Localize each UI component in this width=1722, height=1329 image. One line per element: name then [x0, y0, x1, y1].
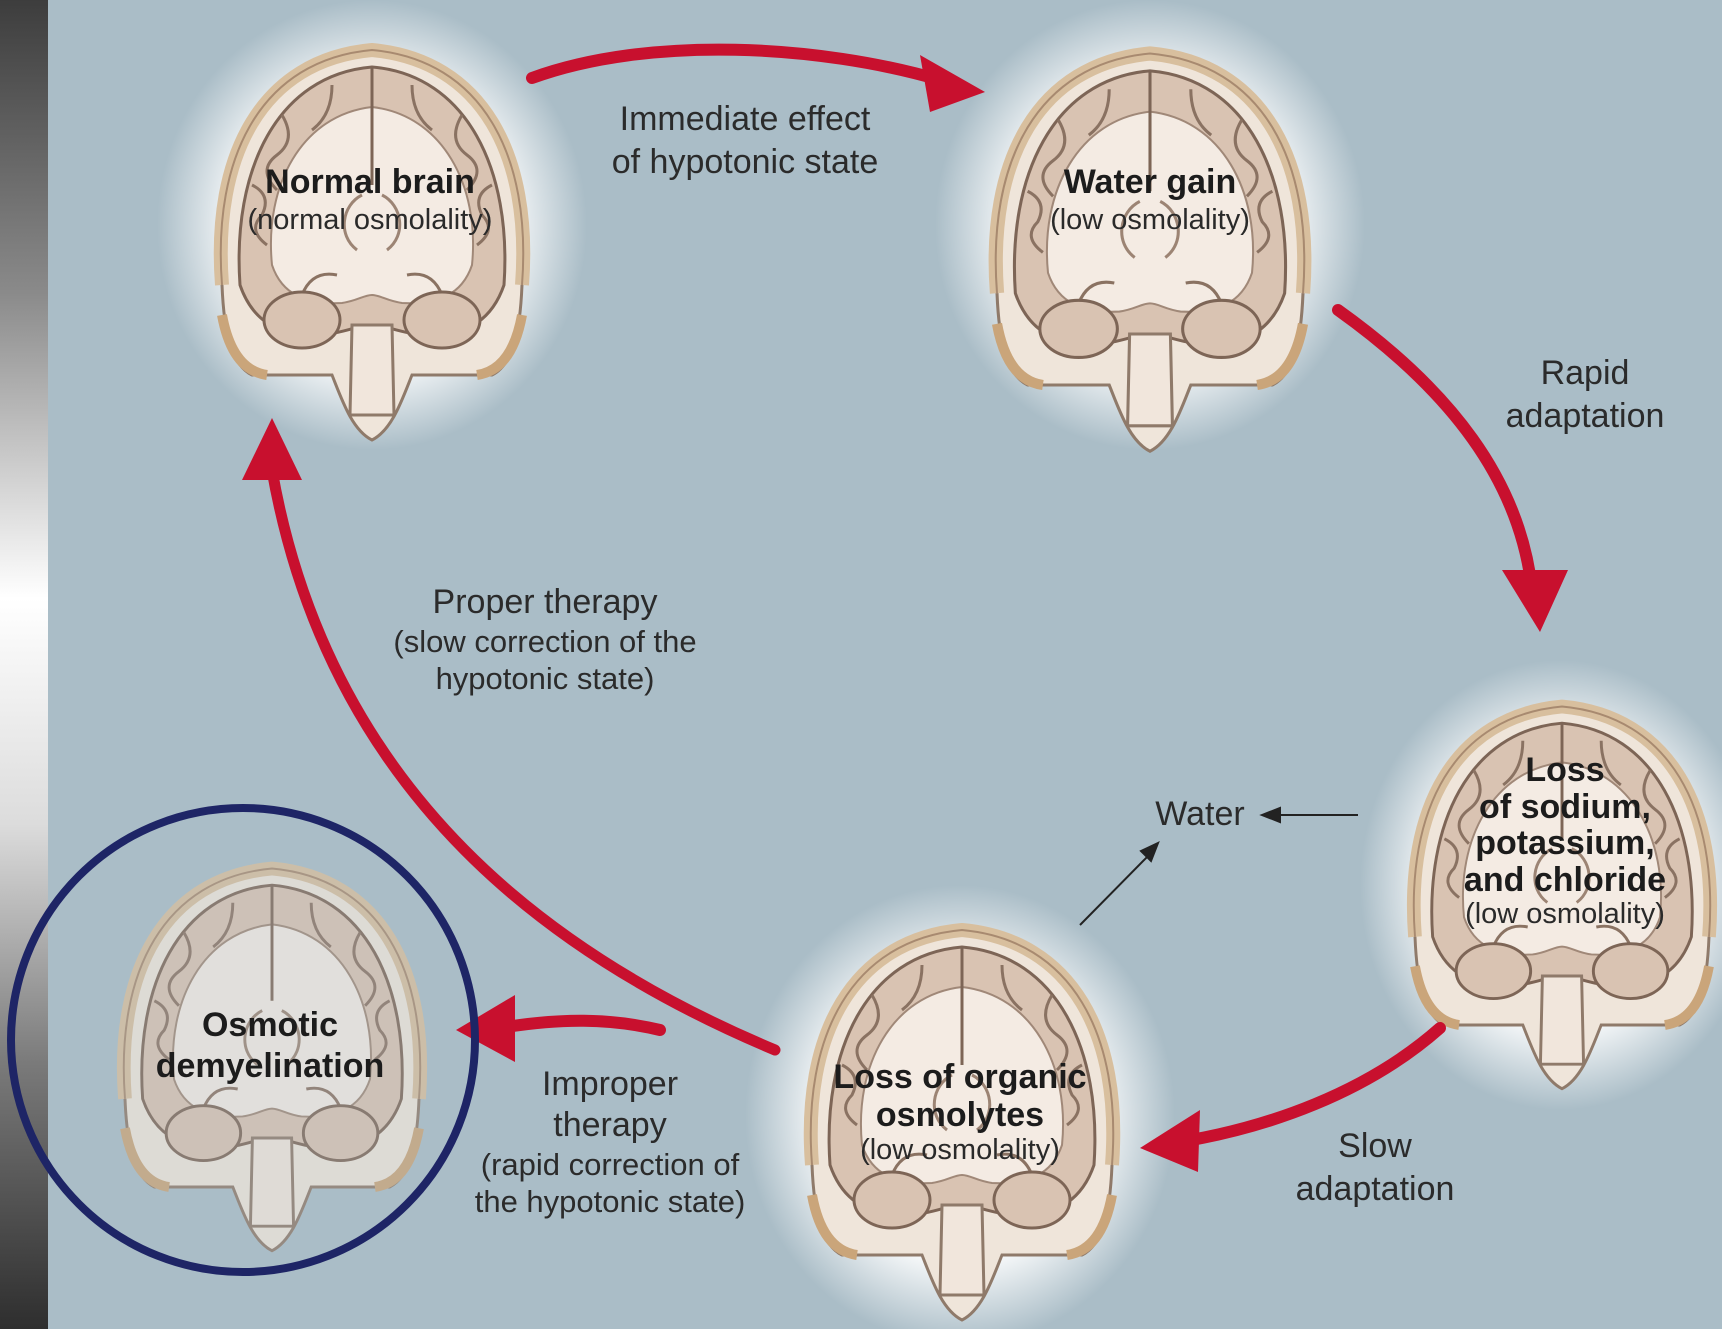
water-gain-subtitle: (low osmolality) — [1000, 203, 1300, 238]
loss-organic-subtitle: (low osmolality) — [800, 1134, 1120, 1166]
slow-adaptation-line-1: Slow — [1260, 1125, 1490, 1168]
slow-adaptation-line-2: adaptation — [1260, 1168, 1490, 1211]
water-arrow-from-below-head — [1141, 843, 1158, 861]
arrow-improper-therapy — [500, 1021, 660, 1030]
osmotic-demyelination-title-2: demyelination — [120, 1046, 420, 1087]
label-water-gain: Water gain (low osmolality) — [1000, 162, 1300, 238]
loss-electrolytes-title-2: of sodium, — [1415, 789, 1715, 826]
proper-therapy-line-3: hypotonic state) — [345, 660, 745, 697]
label-proper-therapy: Proper therapy (slow correction of the h… — [345, 582, 745, 697]
label-osmotic-demyelination: Osmotic demyelination — [120, 1005, 420, 1087]
rapid-adaptation-line-1: Rapid — [1470, 352, 1700, 395]
loss-electrolytes-title-1: Loss — [1415, 752, 1715, 789]
left-bar-fill — [0, 0, 48, 1329]
water-arrow-from-below — [1080, 852, 1152, 925]
label-improper-therapy: Improper therapy (rapid correction of th… — [445, 1064, 775, 1220]
water-gain-title: Water gain — [1000, 162, 1300, 203]
loss-electrolytes-subtitle: (low osmolality) — [1415, 899, 1715, 930]
arrowhead-rapid-adaptation — [1502, 570, 1568, 632]
improper-therapy-line-3: (rapid correction of — [445, 1146, 775, 1183]
label-loss-organic: Loss of organic osmolytes (low osmolalit… — [800, 1058, 1120, 1167]
immediate-effect-line-2: of hypotonic state — [565, 141, 925, 184]
loss-electrolytes-title-4: and chloride — [1415, 862, 1715, 899]
immediate-effect-line-1: Immediate effect — [565, 98, 925, 141]
label-rapid-adaptation: Rapid adaptation — [1470, 352, 1700, 438]
label-loss-electrolytes: Loss of sodium, potassium, and chloride … — [1415, 752, 1715, 930]
normal-brain-subtitle: (normal osmolality) — [205, 203, 535, 238]
label-slow-adaptation: Slow adaptation — [1260, 1125, 1490, 1211]
improper-therapy-line-2: therapy — [445, 1105, 775, 1146]
proper-therapy-line-1: Proper therapy — [345, 582, 745, 623]
label-normal-brain: Normal brain (normal osmolality) — [205, 162, 535, 238]
normal-brain-title: Normal brain — [205, 162, 535, 203]
arrow-immediate-effect — [532, 50, 940, 80]
label-immediate-effect: Immediate effect of hypotonic state — [565, 98, 925, 184]
improper-therapy-line-1: Improper — [445, 1064, 775, 1105]
rapid-adaptation-line-2: adaptation — [1470, 395, 1700, 438]
loss-organic-title-1: Loss of organic — [800, 1058, 1120, 1096]
loss-organic-title-2: osmolytes — [800, 1096, 1120, 1134]
water-text: Water — [1135, 793, 1265, 836]
osmotic-demyelination-title-1: Osmotic — [120, 1005, 420, 1046]
arrowhead-improper-therapy — [456, 995, 515, 1062]
improper-therapy-line-4: the hypotonic state) — [445, 1183, 775, 1220]
label-water: Water — [1135, 793, 1265, 836]
loss-electrolytes-title-3: potassium, — [1415, 825, 1715, 862]
proper-therapy-line-2: (slow correction of the — [345, 623, 745, 660]
